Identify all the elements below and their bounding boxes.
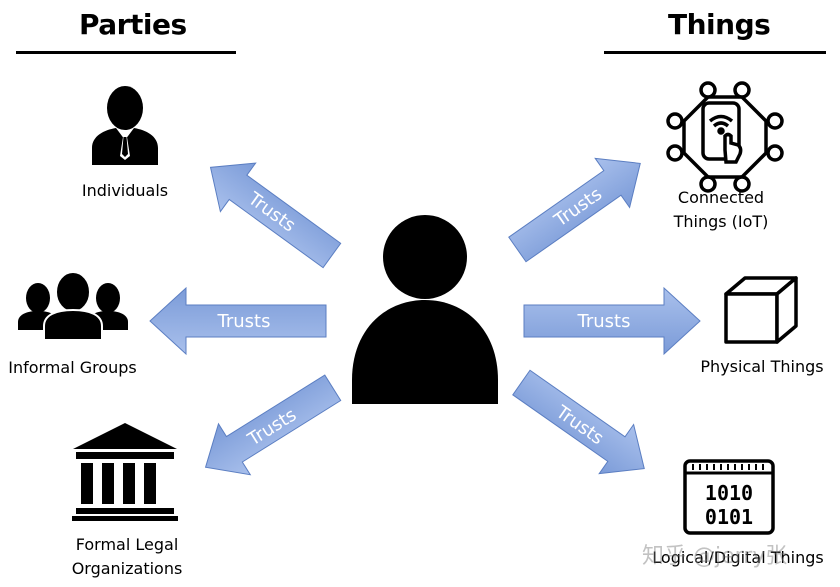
iot-phone-network-icon <box>666 81 784 193</box>
parties-header: Parties <box>79 8 187 41</box>
label-formal-legal-line1: Formal Legal <box>75 535 179 554</box>
arrow-to-informal-groups <box>149 286 327 356</box>
arrow-to-connected-things <box>508 157 641 263</box>
things-header-underline <box>604 51 826 54</box>
central-person-icon <box>352 215 498 404</box>
binary-line-2: 0101 <box>705 505 753 529</box>
group-people-icon <box>18 271 128 341</box>
binary-line-1: 1010 <box>705 481 753 505</box>
institution-building-icon <box>72 423 178 521</box>
arrow-to-physical-things <box>523 286 701 356</box>
watermark: 知乎 @jerry张 <box>642 544 788 569</box>
arrow-to-individuals <box>209 162 342 269</box>
label-connected-line1: Connected <box>677 188 765 207</box>
arrow-label-informal-groups: Trusts <box>217 311 271 332</box>
label-individuals: Individuals <box>81 181 169 200</box>
binary-code-icon: 1010 0101 <box>683 459 775 535</box>
arrow-label-physical-things: Trusts <box>577 311 631 332</box>
label-connected-line2: Things (IoT) <box>673 212 769 231</box>
label-informal-groups: Informal Groups <box>8 358 137 377</box>
label-logical-things: Logical/Digital Things <box>652 548 824 567</box>
parties-header-underline <box>16 51 236 54</box>
arrow-to-formal-legal <box>204 374 342 476</box>
things-header: Things <box>668 8 771 41</box>
individual-person-icon <box>92 86 158 165</box>
cube-icon <box>724 276 798 344</box>
label-formal-legal-line2: Organizations <box>71 559 183 578</box>
arrow-to-logical-things <box>512 369 645 475</box>
label-physical-things: Physical Things <box>700 357 824 376</box>
